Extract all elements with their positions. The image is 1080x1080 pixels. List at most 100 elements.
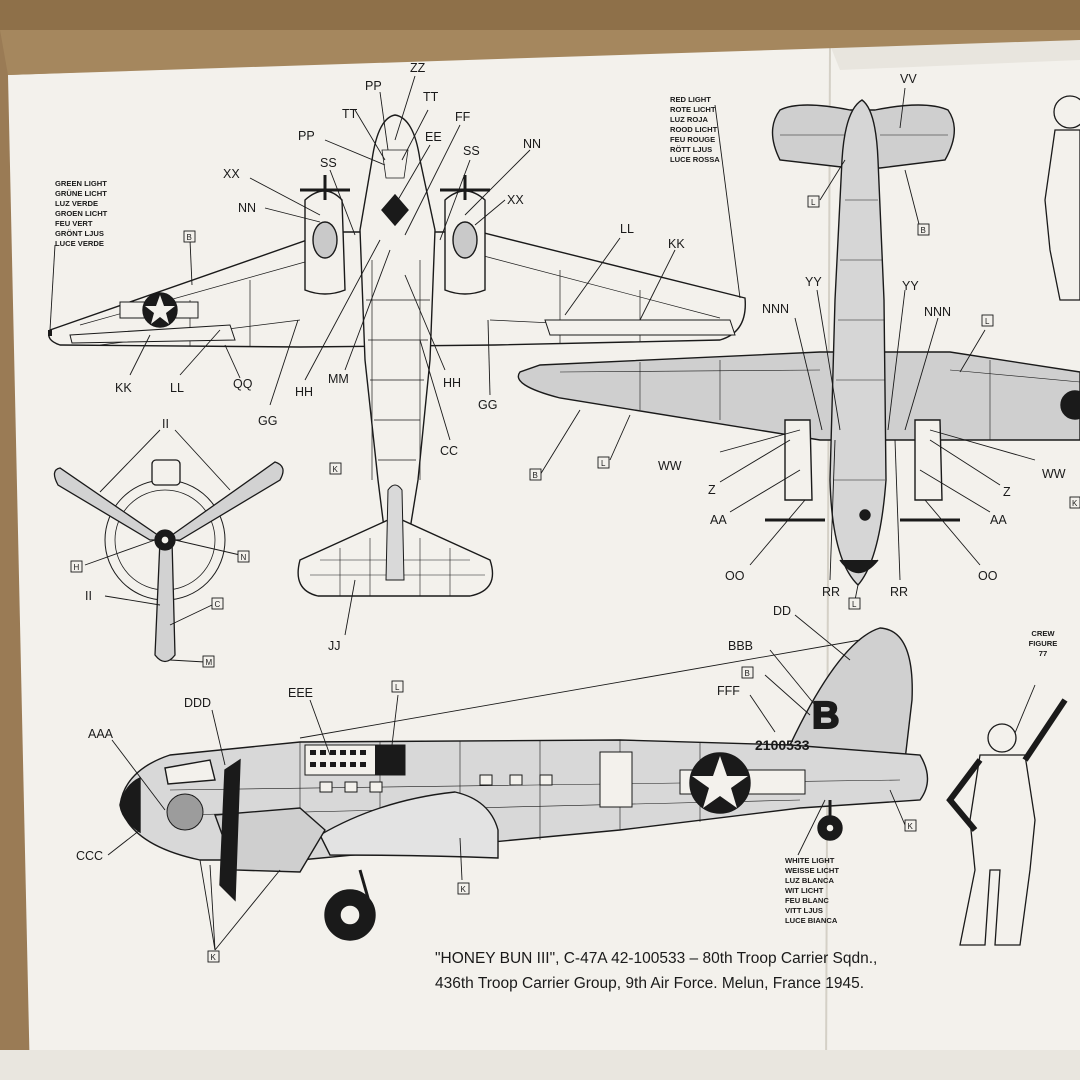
bottom-wing <box>517 351 1080 441</box>
box-k-1: K <box>329 462 342 475</box>
svg-text:L: L <box>985 317 990 326</box>
label-gg-1: GG <box>258 414 277 428</box>
label-zz: ZZ <box>410 61 426 75</box>
label-yy-2: YY <box>902 279 919 293</box>
label-kk-1: KK <box>668 237 685 251</box>
aileron-left <box>69 324 236 344</box>
box-l-5: L <box>391 680 404 693</box>
crew-label-2: 77 <box>1039 649 1047 658</box>
label-aaa: AAA <box>88 727 114 741</box>
label-bbb: BBB <box>728 639 753 653</box>
svg-text:M: M <box>206 658 213 667</box>
label-jj: JJ <box>328 639 341 653</box>
lion-emblem <box>166 793 204 831</box>
label-kk-2: KK <box>115 381 132 395</box>
tail-serial: 2100533 <box>755 737 810 753</box>
box-l-2: L <box>981 314 994 327</box>
label-tt-1: TT <box>342 107 358 121</box>
white-light-3: WIT LICHT <box>785 886 824 895</box>
green-light-6: LUCE VERDE <box>55 239 104 248</box>
crew-figure-label: CREW FIGURE 77 <box>1029 629 1058 658</box>
side-wing <box>319 791 499 859</box>
label-nn-2: NN <box>238 201 256 215</box>
svg-text:L: L <box>852 600 857 609</box>
green-light-4: FEU VERT <box>55 219 93 228</box>
box-m: M <box>202 655 215 668</box>
prop-blade-right <box>162 461 284 541</box>
label-ii-2: II <box>85 589 92 603</box>
tail-letter: B <box>812 695 839 737</box>
bottom-view-leader-lines <box>539 87 1036 601</box>
label-vv: VV <box>900 72 917 86</box>
label-qq: QQ <box>233 377 253 391</box>
label-nnn-2: NNN <box>924 305 951 319</box>
label-ll-1: LL <box>620 222 634 236</box>
box-n: N <box>237 550 250 563</box>
label-tt-2: TT <box>423 90 439 104</box>
box-b-4: B <box>741 666 754 679</box>
green-light-2: LUZ VERDE <box>55 199 98 208</box>
red-light-4: FEU ROUGE <box>670 135 715 144</box>
prop-labels: II II <box>85 417 169 603</box>
cockpit-window <box>381 193 409 227</box>
nose-cone <box>119 776 141 834</box>
label-rr-2: RR <box>890 585 908 599</box>
label-pp-2: PP <box>298 129 315 143</box>
red-light-list: RED LIGHT ROTE LICHT LUZ ROJA ROOD LICHT… <box>670 95 720 164</box>
box-l-1: L <box>807 195 820 208</box>
bottom-engine-right <box>914 419 943 501</box>
label-z-2: Z <box>1003 485 1011 499</box>
label-pp-1: PP <box>365 79 382 93</box>
label-gg-2: GG <box>478 398 497 412</box>
svg-text:L: L <box>395 683 400 692</box>
label-xx-1: XX <box>223 167 240 181</box>
aileron-right <box>544 319 736 336</box>
svg-text:K: K <box>908 822 914 831</box>
caption-line-1: "HONEY BUN III", C-47A 42-100533 – 80th … <box>435 950 877 967</box>
white-light-5: VITT LJUS <box>785 906 823 915</box>
box-b-2: B <box>917 223 930 236</box>
label-nnn-1: NNN <box>762 302 789 316</box>
prop-leader-lines <box>84 429 241 663</box>
label-z-1: Z <box>708 483 716 497</box>
label-oo-1: OO <box>725 569 745 583</box>
red-light-5: RÖTT LJUS <box>670 145 712 154</box>
svg-text:B: B <box>187 233 192 242</box>
svg-text:B: B <box>921 226 926 235</box>
red-light-6: LUCE ROSSA <box>670 155 720 164</box>
side-propeller <box>219 758 241 902</box>
box-k-3: K <box>457 882 470 895</box>
box-b-1: B <box>183 230 196 243</box>
svg-text:C: C <box>215 600 221 609</box>
svg-text:L: L <box>601 459 606 468</box>
label-ss-1: SS <box>320 156 337 170</box>
label-ii-1: II <box>162 417 169 431</box>
caption: "HONEY BUN III", C-47A 42-100533 – 80th … <box>435 950 877 992</box>
box-h: H <box>70 560 83 573</box>
prop-blade-left <box>53 467 168 541</box>
label-mm: MM <box>328 372 349 386</box>
green-light-3: GROEN LICHT <box>55 209 108 218</box>
red-light-3: ROOD LICHT <box>670 125 718 134</box>
svg-text:K: K <box>211 953 217 962</box>
label-ee: EE <box>425 130 442 144</box>
svg-text:B: B <box>533 471 538 480</box>
top-view-aircraft <box>48 114 746 597</box>
label-xx-2: XX <box>507 193 524 207</box>
box-l-4: L <box>848 597 861 610</box>
tail-fin <box>788 627 913 761</box>
label-ww-2: WW <box>1042 467 1066 481</box>
page-fold-line <box>825 44 831 1080</box>
svg-text:L: L <box>811 198 816 207</box>
prop-blade-bottom <box>154 539 176 663</box>
side-view-aircraft <box>119 627 929 941</box>
white-light-6: LUCE BIANCA <box>785 916 838 925</box>
caption-line-2: 436th Troop Carrier Group, 9th Air Force… <box>435 975 864 992</box>
red-light-2: LUZ ROJA <box>670 115 708 124</box>
label-aa-2: AA <box>990 513 1007 527</box>
box-k-2: K <box>904 819 917 832</box>
bottom-engine-left <box>784 419 813 501</box>
green-light-list: GREEN LIGHT GRÜNE LICHT LUZ VERDE GROEN … <box>55 179 108 248</box>
green-light-1: GRÜNE LICHT <box>55 189 107 198</box>
red-light-0: RED LIGHT <box>670 95 711 104</box>
